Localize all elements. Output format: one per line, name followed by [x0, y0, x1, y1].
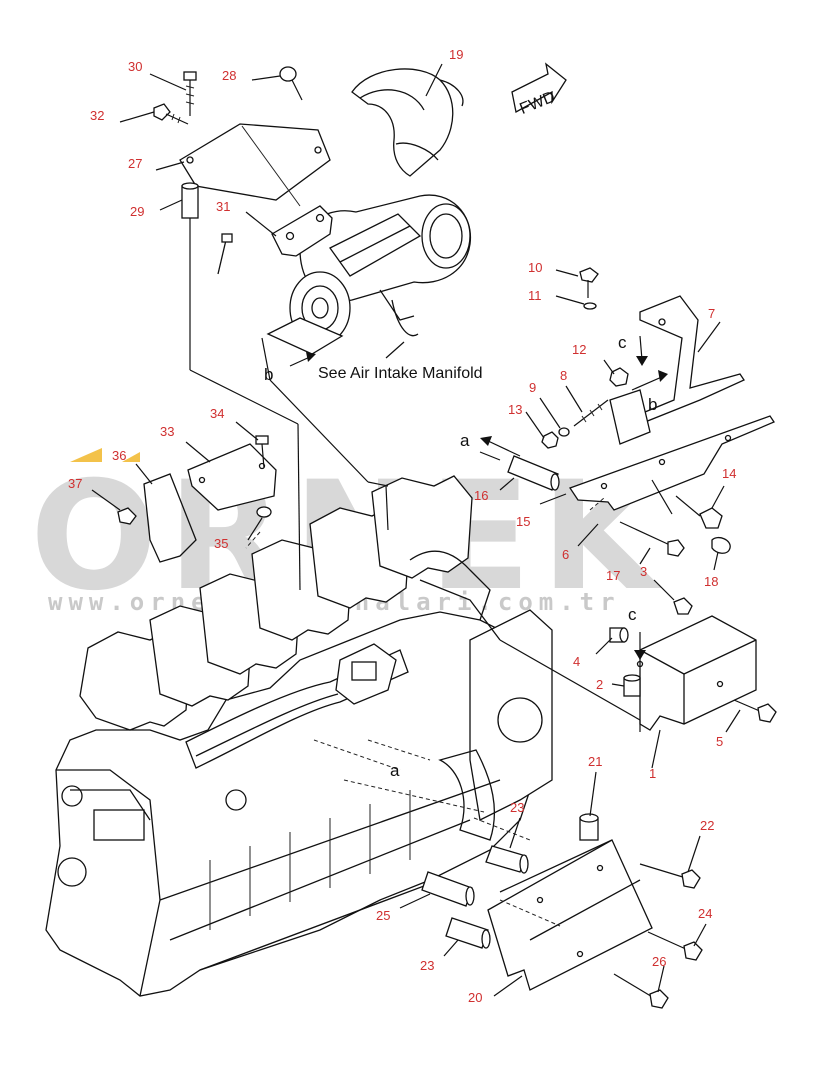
callout-10: 10: [528, 260, 542, 275]
callout-13: 13: [508, 402, 522, 417]
spacer-23-lower: [445, 917, 491, 949]
cover-33: [187, 443, 277, 511]
gasket-36: [143, 473, 197, 563]
fwd-arrow: FWD: [511, 62, 567, 118]
callout-24: 24: [698, 906, 712, 921]
callout-12: 12: [572, 342, 586, 357]
callout-4: 4: [573, 654, 580, 669]
bolt-26: [613, 973, 669, 1009]
callout-11: 11: [528, 288, 542, 303]
callout-18: 18: [704, 574, 718, 589]
callout-19: 19: [449, 47, 463, 62]
callout-36: 36: [112, 448, 126, 463]
callout-33: 33: [160, 424, 174, 439]
spacer-4: [609, 627, 629, 643]
bolt-37: [117, 507, 137, 525]
bracket-31: [217, 205, 333, 275]
letter-c-lower: c: [628, 605, 637, 624]
bolt-32: [153, 103, 189, 125]
bolt-14: [675, 495, 723, 529]
callout-28: 28: [222, 68, 236, 83]
callout-15: 15: [516, 514, 530, 529]
callout-16: 16: [474, 488, 488, 503]
callout-30: 30: [128, 59, 142, 74]
nut-35: [256, 506, 272, 518]
clip-18: [711, 536, 731, 554]
nut-12: [609, 367, 629, 387]
stud-8: [573, 399, 609, 427]
letter-b-right: b: [648, 395, 657, 414]
bolt-3: [673, 597, 693, 615]
bolt-5: [733, 699, 777, 723]
nut-13: [541, 431, 559, 449]
bracket-20: [487, 839, 653, 991]
callout-9: 9: [529, 380, 536, 395]
callout-37: 37: [68, 476, 82, 491]
letter-a-upper: a: [460, 431, 470, 450]
engine-block: [45, 475, 553, 997]
callout-6: 6: [562, 547, 569, 562]
spacer-16: [507, 455, 560, 491]
letter-a-lower: a: [390, 761, 400, 780]
leader-lines: [91, 63, 741, 997]
bolt-34: [255, 435, 269, 469]
washer-9: [558, 427, 570, 437]
bolt-17: [619, 521, 685, 557]
bolt-30: [183, 71, 197, 116]
callout-20: 20: [468, 990, 482, 1005]
watermark-accent-triangle: [70, 448, 102, 462]
callout-25: 25: [376, 908, 390, 923]
turbocharger-assembly: [266, 68, 472, 355]
callout-8: 8: [560, 368, 567, 383]
spacer-2: [623, 674, 641, 697]
sensor-28: [279, 66, 303, 101]
callout-27: 27: [128, 156, 142, 171]
callout-23-upper: 23: [510, 800, 524, 815]
callout-5: 5: [716, 734, 723, 749]
see-air-intake-note: See Air Intake Manifold: [318, 365, 483, 382]
heat-shield-plate-27: [179, 123, 331, 207]
bracket-7: [615, 295, 745, 433]
spacer-29: [181, 182, 199, 219]
callout-2: 2: [596, 677, 603, 692]
spacer-23-upper: [485, 845, 529, 874]
spacer-21: [579, 813, 599, 841]
spacer-25: [421, 871, 475, 907]
callout-17: 17: [606, 568, 620, 583]
bolt-22: [639, 863, 701, 889]
callout-34: 34: [210, 406, 224, 421]
callout-14: 14: [722, 466, 736, 481]
callout-32: 32: [90, 108, 104, 123]
part-callouts: 1 2 3 4 5 6 7 8 9 10 11 12 13 14 15 16 1…: [68, 47, 736, 1005]
callout-31: 31: [216, 199, 230, 214]
callout-3: 3: [640, 564, 647, 579]
reference-letters: a a b b c c: [264, 333, 657, 780]
letter-b-left: b: [264, 365, 273, 384]
watermark-accent-triangle-2: [122, 452, 140, 462]
bolt-24: [647, 931, 703, 961]
callout-23-lower: 23: [420, 958, 434, 973]
letter-c-upper: c: [618, 333, 627, 352]
callout-35: 35: [214, 536, 228, 551]
callout-21: 21: [588, 754, 602, 769]
washer-11: [583, 302, 597, 310]
bolt-10: [579, 267, 599, 298]
callout-26: 26: [652, 954, 666, 969]
callout-7: 7: [708, 306, 715, 321]
callout-29: 29: [130, 204, 144, 219]
bracket-1: [636, 615, 757, 731]
callout-1: 1: [649, 766, 656, 781]
callout-22: 22: [700, 818, 714, 833]
bracket-6: [568, 389, 775, 511]
